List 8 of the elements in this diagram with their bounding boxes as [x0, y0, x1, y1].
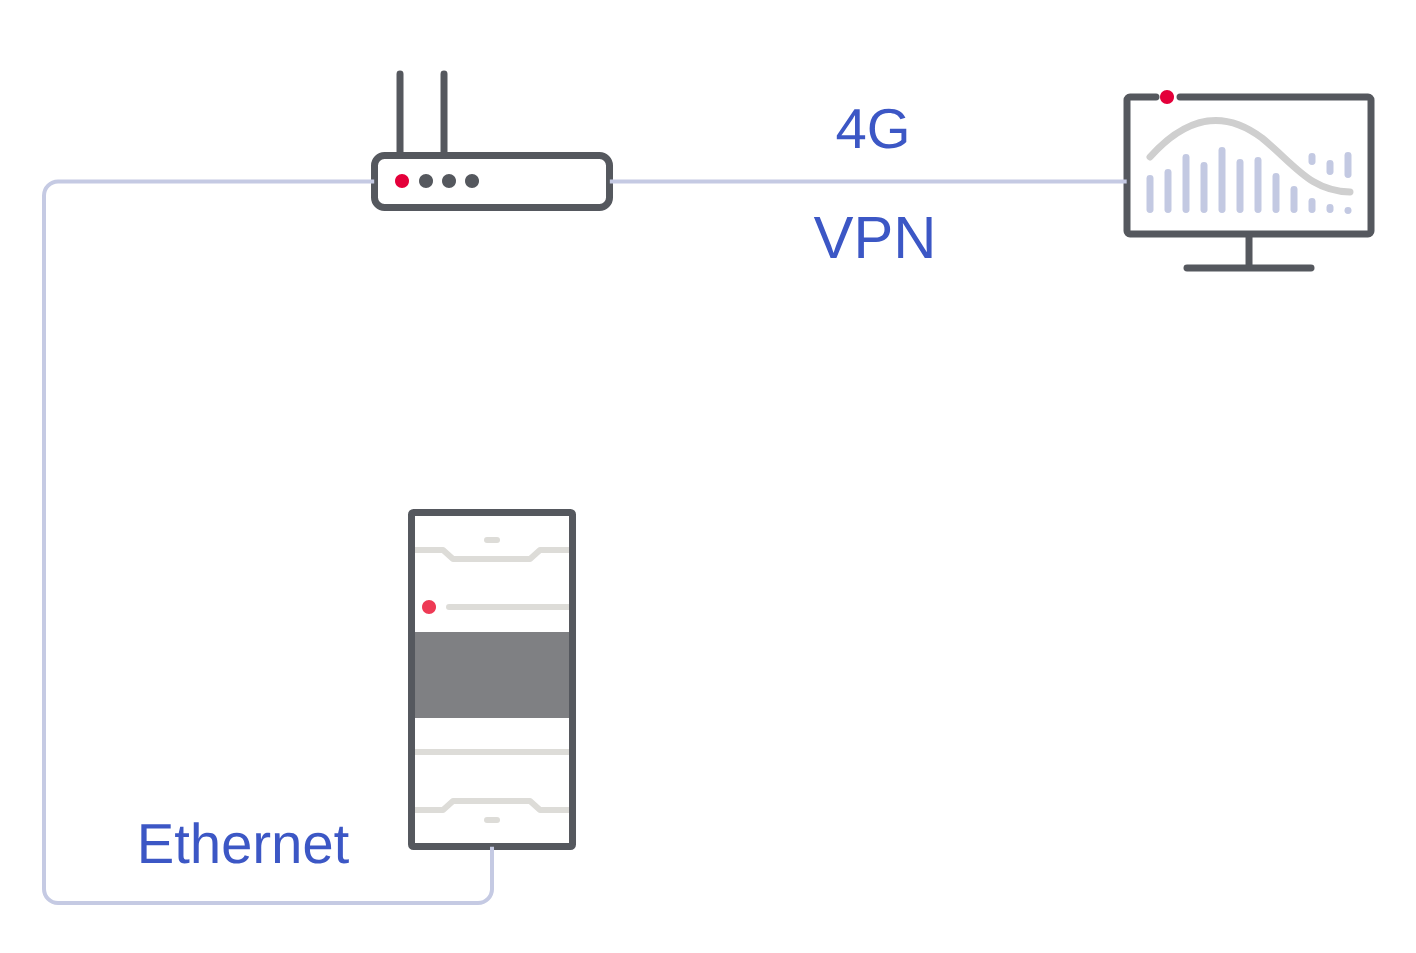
connection-label: Ethernet — [141, 822, 349, 864]
server-icon — [408, 509, 576, 850]
connection-label: VPN — [813, 216, 932, 258]
connection-label: 4G — [836, 108, 907, 149]
monitor-icon — [1123, 90, 1375, 272]
connector-line — [42, 179, 494, 905]
connector-line — [609, 179, 1127, 184]
router-icon — [371, 70, 613, 211]
